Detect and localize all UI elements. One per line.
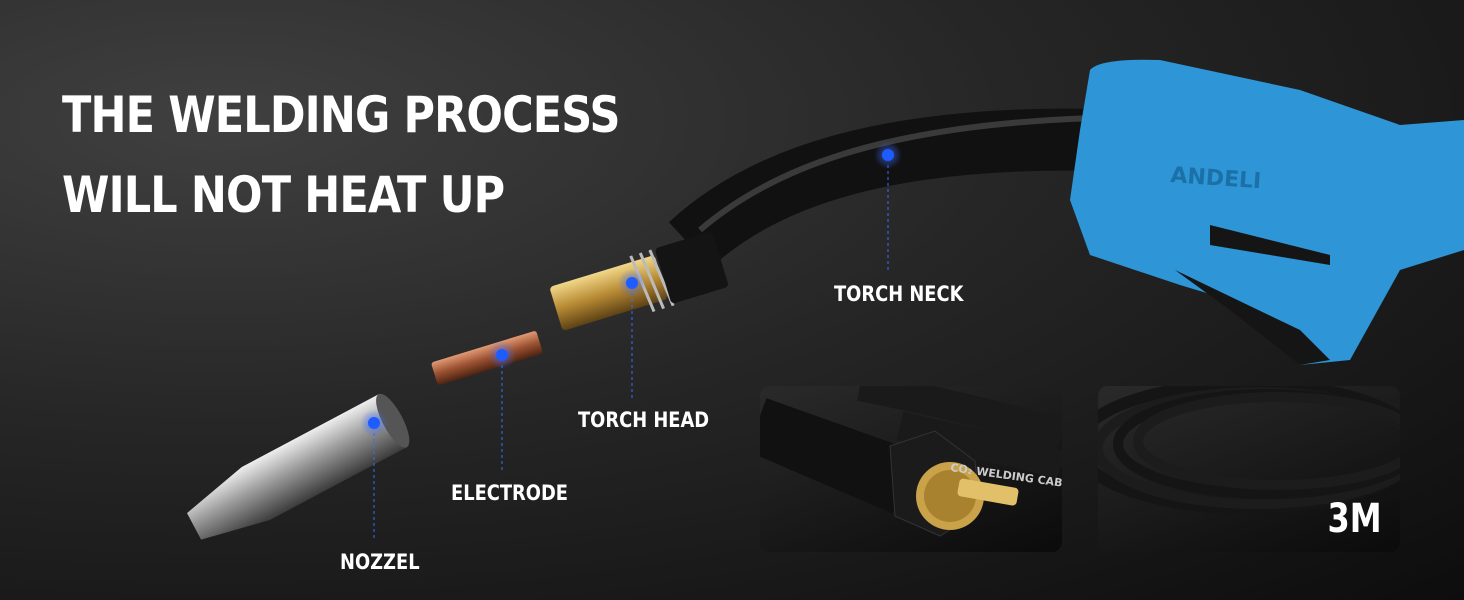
connector-closeup-panel: CO₂ WELDING CABLE bbox=[760, 386, 1062, 552]
marker-nozzle bbox=[360, 409, 388, 540]
label-torch-head: TORCH HEAD bbox=[578, 408, 710, 432]
electrode bbox=[431, 331, 543, 385]
headline-line-1: THE WELDING PROCESS bbox=[62, 86, 620, 144]
label-electrode: ELECTRODE bbox=[451, 481, 568, 505]
cable-coil-panel: 3M bbox=[1098, 386, 1400, 552]
label-torch-neck: TORCH NECK bbox=[834, 282, 964, 306]
marker-torch-head bbox=[618, 269, 646, 398]
marker-torch-neck bbox=[874, 141, 902, 270]
nozzle bbox=[187, 393, 410, 540]
torch-handle: ANDELI bbox=[1070, 59, 1464, 365]
label-nozzle: NOZZEL bbox=[340, 550, 420, 574]
headline-line-2: WILL NOT HEAT UP bbox=[62, 166, 505, 224]
cable-length-badge: 3M bbox=[1327, 496, 1382, 542]
marker-electrode bbox=[488, 341, 516, 470]
torch-neck bbox=[668, 108, 1101, 269]
